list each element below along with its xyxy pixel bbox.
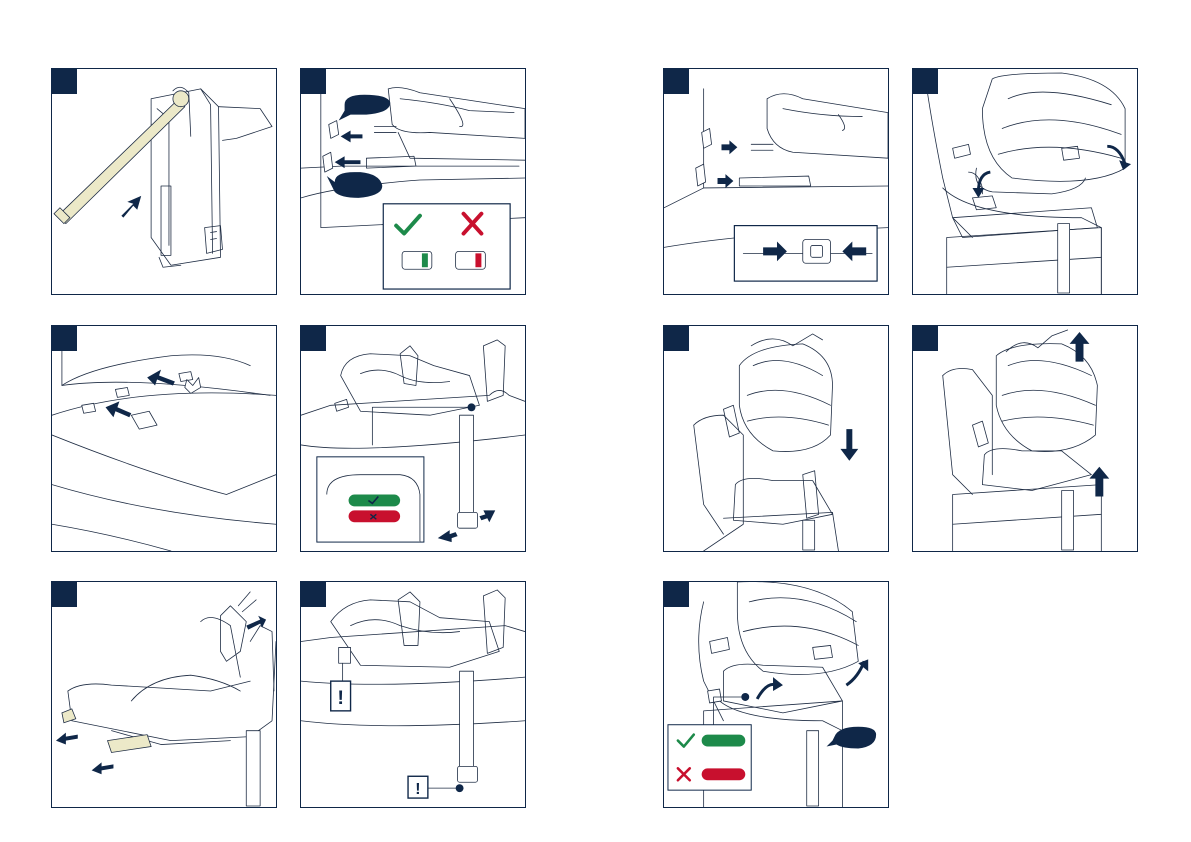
arrow-icon [1070,332,1090,362]
step-badge [52,69,77,94]
illustration-carrier-lift [913,326,1137,551]
instruction-panel-10 [912,325,1138,552]
arrow-icon [56,733,78,745]
instruction-panel-6: ! ! [300,581,526,808]
check-cross-inset [383,204,510,289]
illustration-isofix-connect [301,69,525,294]
instruction-panel-5 [51,581,277,808]
step-badge [301,69,326,94]
arrow-icon [718,174,734,188]
step-badge [664,326,689,351]
instruction-panel-7 [663,68,889,295]
instruction-panel-11 [663,581,889,808]
instruction-panel-3 [51,325,277,552]
step-badge [913,69,938,94]
arrow-icon [438,530,458,542]
instruction-panel-4 [300,325,526,552]
arrow-icon [1089,467,1109,497]
illustration-carrier-handle [913,69,1137,294]
speech-bubble-icon [327,172,383,198]
step-badge [664,582,689,607]
arrow-icon [106,401,132,417]
illustration-base-installed [301,326,525,551]
step-badge [664,69,689,94]
illustration-carrier-attach [664,326,888,551]
warning-icon: ! [337,687,344,709]
step-badge [301,582,326,607]
speech-bubble-icon [827,727,877,749]
illustration-carrier-locked [664,582,888,807]
instruction-panel-2 [300,68,526,295]
illustration-base-leg-unfold [52,69,276,294]
arrow-icon [341,130,363,142]
illustration-warning-points: ! ! [301,582,525,807]
instruction-panel-9 [663,325,889,552]
indicator-icon [475,253,481,267]
step-badge [301,326,326,351]
arrow-icon [721,140,737,154]
step-badge [52,326,77,351]
arrow-icon [840,429,858,461]
illustration-base-remove [52,582,276,807]
warning-icon: ! [415,781,420,798]
instruction-panel-1 [51,68,277,295]
arrow-icon [121,196,141,218]
illustration-isofix-guides [52,326,276,551]
indicator-icon [702,735,746,747]
instruction-panel-8 [912,68,1138,295]
illustration-isofix-arms [664,69,888,294]
arrow-icon [773,677,783,691]
speech-bubble-icon [339,95,391,121]
step-badge [52,582,77,607]
step-badge [913,326,938,351]
indicator-icon [702,768,746,780]
arrow-icon [479,510,495,522]
indicator-icon [422,253,428,267]
arrow-icon [92,762,114,774]
